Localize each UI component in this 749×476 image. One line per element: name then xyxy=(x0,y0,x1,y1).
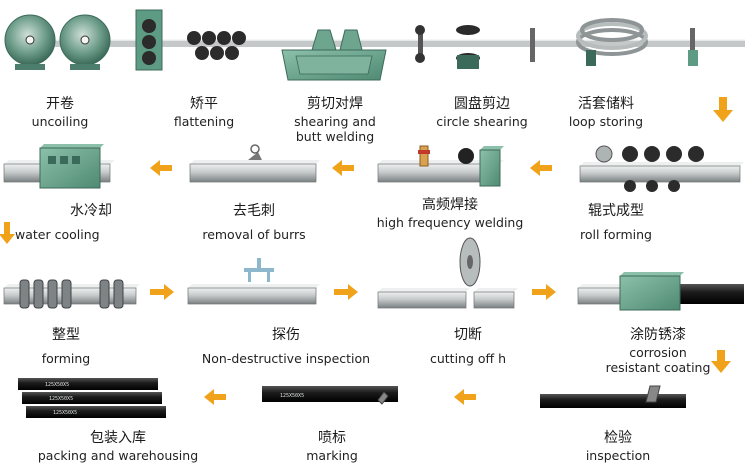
step-label-en: packing and warehousing xyxy=(37,447,199,463)
arrow-down-icon xyxy=(713,97,733,122)
arrow-left-icon xyxy=(530,160,552,176)
cutting-icon xyxy=(377,237,518,309)
pipe-marking: 125X50X5 xyxy=(45,382,69,388)
arrow-down-icon xyxy=(711,350,731,373)
ndt-inspection-icon xyxy=(187,258,320,305)
step-label-en-2: resistant coating xyxy=(605,360,711,376)
step-label-en: loop storing xyxy=(568,113,644,129)
step-label-zh: 切断 xyxy=(454,327,482,343)
step-ndt: 探伤 Non-destructive inspection xyxy=(202,327,370,366)
step-label-zh: 包装入库 xyxy=(90,430,146,446)
uncoiler-icon xyxy=(4,14,111,70)
flattening-rolls-icon xyxy=(135,9,246,71)
inspection-icon xyxy=(540,385,686,408)
pipe-marking: 125X50X5 xyxy=(53,410,77,416)
step-marking: 喷标 marking xyxy=(306,430,358,463)
arrow-left-icon xyxy=(204,389,226,405)
step-inspection: 检验 inspection xyxy=(586,430,650,463)
step-label-en-2: butt welding xyxy=(295,129,375,145)
step-label-en: inspection xyxy=(585,447,651,463)
step-label-zh: 检验 xyxy=(603,430,632,446)
step-circle-shearing: 圆盘剪边 circle shearing xyxy=(436,96,527,129)
water-cooling-icon xyxy=(3,144,115,189)
step-label-zh: 圆盘剪边 xyxy=(453,96,510,112)
pipe-marking: 125X50X5 xyxy=(280,393,304,399)
step-label-en: Non-destructive inspection xyxy=(201,350,371,366)
step-flattening: 矫平 flattening xyxy=(174,96,234,129)
step-hf-welding: 高频焊接 high frequency welding xyxy=(377,197,524,230)
step-label-en: cutting off h xyxy=(429,350,507,366)
coating-icon xyxy=(577,272,744,311)
step-label-zh: 整型 xyxy=(51,327,80,343)
step-label-en: removal of burrs xyxy=(202,226,306,242)
step-label-zh: 剪切对焊 xyxy=(307,96,363,112)
arrow-right-icon xyxy=(150,284,174,300)
step-shearing-welding: 剪切对焊 shearing and butt welding xyxy=(294,96,376,145)
step-water-cooling-en: water cooling xyxy=(15,227,100,243)
step-label-en: corrosion xyxy=(629,344,687,360)
step-label-zh: 高频焊接 xyxy=(421,197,478,213)
hf-welding-icon xyxy=(377,145,504,187)
step-water-cooling: 水冷却 xyxy=(58,203,112,221)
step-deburring: 去毛刺 removal of burrs xyxy=(202,203,305,242)
roll-forming-icon xyxy=(579,145,744,192)
step-label-zh: 涂防锈漆 xyxy=(629,327,686,343)
step-roll-forming: 辊式成型 roll forming xyxy=(580,203,652,242)
step-packing: 包装入库 packing and warehousing xyxy=(38,430,198,463)
deburring-icon xyxy=(189,144,320,183)
arrow-right-icon xyxy=(532,284,556,300)
step-coating: 涂防锈漆 corrosion resistant coating xyxy=(606,327,711,376)
step-label-en: shearing and xyxy=(294,113,376,129)
step-label-en: water cooling xyxy=(15,227,100,242)
packing-icon: 125X50X5 125X50X5 125X50X5 xyxy=(18,378,166,418)
arrow-down-icon xyxy=(0,222,15,244)
step-label-en: roll forming xyxy=(580,226,652,242)
circle-shear-icon xyxy=(415,25,535,69)
marking-icon: 125X50X5 xyxy=(262,386,398,405)
step-label-en: forming xyxy=(41,350,91,366)
step-label-en: high frequency welding xyxy=(376,214,524,230)
step-label-en: uncoiling xyxy=(31,113,89,129)
step-cutting: 切断 cutting off h xyxy=(430,327,506,366)
arrow-left-icon xyxy=(454,389,476,405)
step-uncoiling: 开卷 uncoiling xyxy=(32,96,89,129)
butt-welder-icon xyxy=(281,29,387,81)
forming-icon xyxy=(3,279,140,309)
step-label-zh: 水冷却 xyxy=(70,203,112,219)
step-loop-storing: 活套储料 loop storing xyxy=(569,96,643,129)
arrow-left-icon xyxy=(332,160,354,176)
step-label-zh: 开卷 xyxy=(45,96,74,112)
step-label-zh: 矫平 xyxy=(190,96,218,112)
step-label-zh: 辊式成型 xyxy=(588,203,644,219)
step-label-zh: 去毛刺 xyxy=(233,203,275,219)
loop-storage-icon xyxy=(576,18,698,66)
step-label-en: marking xyxy=(306,447,358,463)
step-forming: 整型 forming xyxy=(42,327,90,366)
step-label-zh: 探伤 xyxy=(271,327,300,343)
step-label-en: circle shearing xyxy=(436,113,528,129)
step-label-en: flattening xyxy=(173,113,235,129)
step-label-zh: 活套储料 xyxy=(578,96,634,112)
arrow-right-icon xyxy=(334,284,358,300)
pipe-marking: 125X50X5 xyxy=(49,396,73,402)
arrow-left-icon xyxy=(150,160,172,176)
step-label-zh: 喷标 xyxy=(317,430,346,446)
